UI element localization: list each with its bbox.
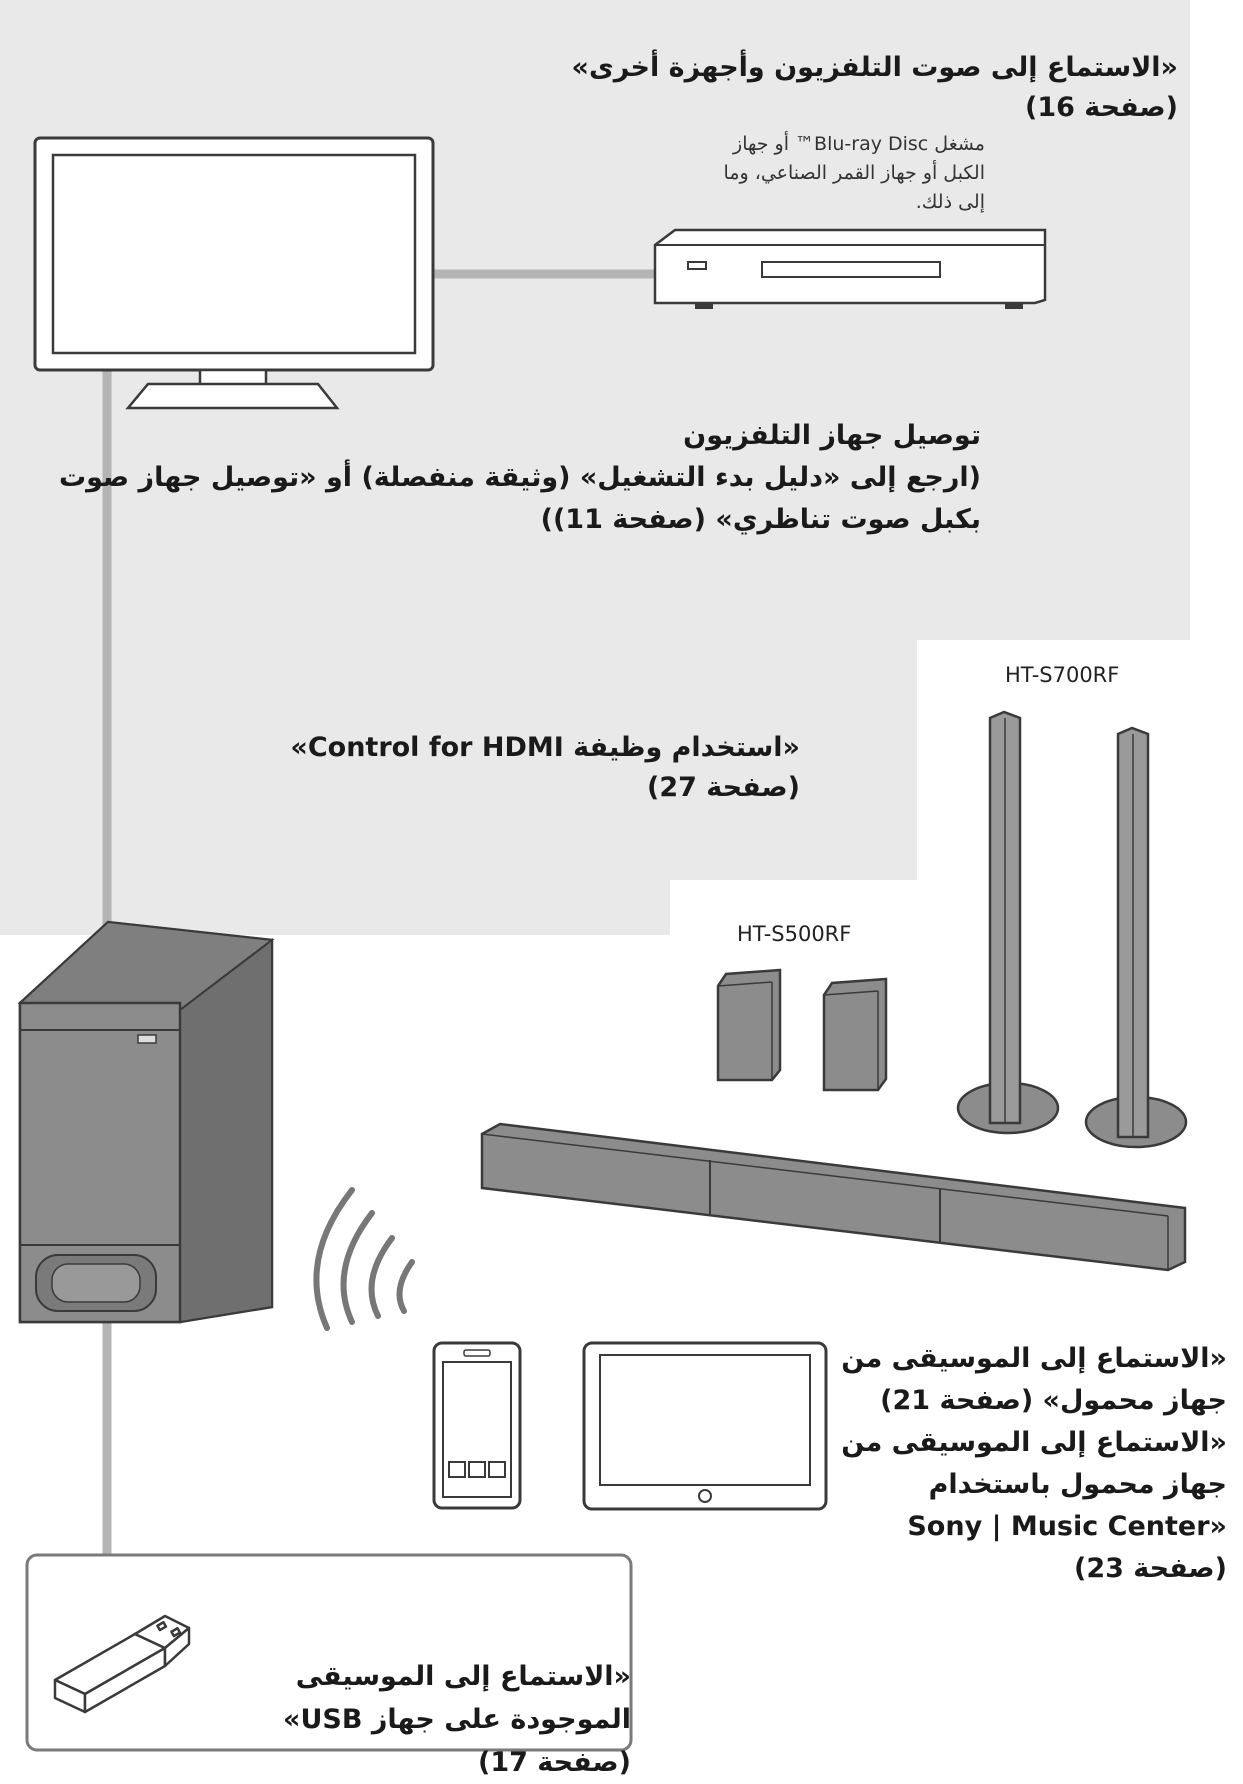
mobile-line5: «Sony | Music Center (907, 1511, 1227, 1542)
model-label-short: HT-S500RF (737, 922, 852, 946)
mobile-line4: جهاز محمول باستخدام (928, 1469, 1227, 1500)
tv-audio-label: «الاستماع إلى صوت التلفزيون وأجهزة أخرى»… (572, 48, 1178, 128)
hdmi-line2: (صفحة 27) (646, 772, 800, 803)
smartphone-icon (432, 1341, 522, 1510)
usb-line3: (صفحة 17) (477, 1747, 631, 1778)
usb-panel (25, 1553, 633, 1752)
small-speaker-icon (822, 977, 888, 1092)
mobile-music-label: «الاستماع إلى الموسيقى من جهاز محمول» (ص… (841, 1338, 1227, 1590)
player-line2: الكبل أو جهاز القمر الصناعي، وما (723, 162, 985, 184)
subwoofer-icon (17, 920, 275, 1324)
mobile-line2: جهاز محمول» (صفحة 21) (880, 1385, 1227, 1416)
wireless-signal-icon (313, 1187, 415, 1331)
tall-speaker-icon (956, 710, 1060, 1135)
disc-player-icon (653, 228, 1047, 309)
hdmi-control-label: «استخدام وظيفة Control for HDMI» (صفحة 2… (290, 728, 800, 808)
tv-icon (33, 136, 435, 410)
tablet-icon (582, 1341, 828, 1511)
mobile-line3: «الاستماع إلى الموسيقى من (841, 1427, 1227, 1458)
usb-music-label: «الاستماع إلى الموسيقى الموجودة على جهاز… (283, 1655, 631, 1784)
player-line1: مشغل Blu-ray Disc™ أو جهاز (733, 133, 985, 155)
mobile-line6: (صفحة 23) (1073, 1553, 1227, 1584)
soundbar-icon (480, 1122, 1187, 1272)
connect-tv-line1: توصيل جهاز التلفزيون (683, 420, 981, 451)
hdmi-line1: «استخدام وظيفة Control for HDMI» (290, 732, 800, 763)
small-speaker-icon (716, 968, 782, 1082)
tv-audio-line1: «الاستماع إلى صوت التلفزيون وأجهزة أخرى» (571, 52, 1178, 83)
connect-tv-line3: بكبل صوت تناظري» (صفحة 11)) (540, 504, 981, 535)
cables (102, 269, 655, 1555)
usb-line1: «الاستماع إلى الموسيقى (295, 1661, 631, 1692)
model-label-tall: HT-S700RF (1005, 663, 1120, 687)
connect-tv-label: توصيل جهاز التلفزيون (ارجع إلى «دليل بدء… (59, 415, 981, 541)
tv-audio-line2: (صفحة 16) (1024, 92, 1178, 123)
usb-line2: الموجودة على جهاز USB» (283, 1704, 631, 1735)
tall-speaker-icon (1084, 726, 1188, 1149)
player-line3: إلى ذلك. (915, 191, 985, 213)
mobile-line1: «الاستماع إلى الموسيقى من (841, 1343, 1227, 1374)
player-label: مشغل Blu-ray Disc™ أو جهاز الكبل أو جهاز… (724, 130, 985, 217)
connect-tv-line2: (ارجع إلى «دليل بدء التشغيل» (وثيقة منفص… (58, 462, 981, 493)
usb-drive-icon (53, 1614, 191, 1714)
